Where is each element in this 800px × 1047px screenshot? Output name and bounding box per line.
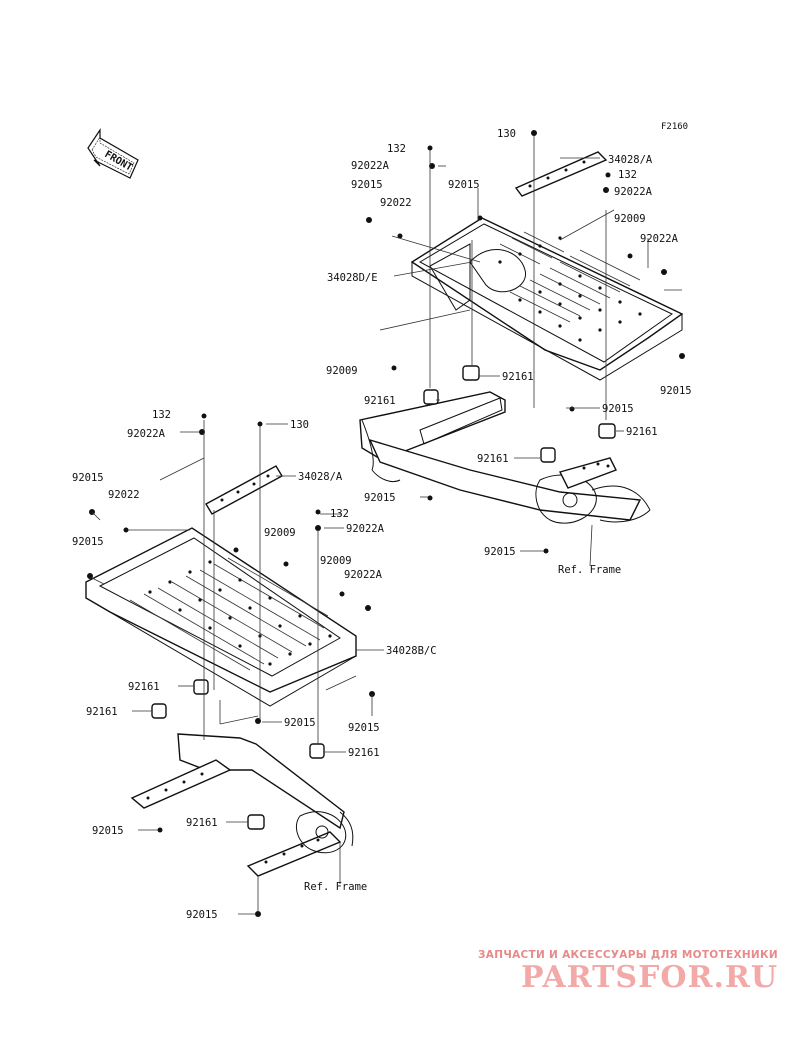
part-labels: 132 92022A 92015 92022 92015 130 34028/A… (72, 128, 692, 921)
label-92022a[interactable]: 92022A (614, 186, 653, 198)
label-92161[interactable]: 92161 (186, 817, 218, 829)
label-34028a[interactable]: 34028/A (298, 471, 343, 483)
label-92161[interactable]: 92161 (626, 426, 658, 438)
damper-icon (423, 365, 616, 463)
label-92015[interactable]: 92015 (72, 536, 104, 548)
label-92015[interactable]: 92015 (72, 472, 104, 484)
ref-frame-label-upper: Ref. Frame (558, 564, 621, 576)
label-92022[interactable]: 92022 (380, 197, 412, 209)
ref-frame-label-lower: Ref. Frame (304, 881, 367, 893)
label-92161[interactable]: 92161 (86, 706, 118, 718)
label-92015[interactable]: 92015 (284, 717, 316, 729)
label-92161[interactable]: 92161 (348, 747, 380, 759)
label-92015[interactable]: 92015 (92, 825, 124, 837)
label-34028bc[interactable]: 34028B/C (386, 645, 437, 657)
label-92022[interactable]: 92022 (108, 489, 140, 501)
figure-code: F2160 (661, 122, 688, 132)
label-92015[interactable]: 92015 (186, 909, 218, 921)
label-92015[interactable]: 92015 (351, 179, 383, 191)
watermark-caption: ЗАПЧАСТИ И АКСЕССУАРЫ ДЛЯ МОТОТЕХНИКИ (478, 949, 778, 961)
label-92015[interactable]: 92015 (364, 492, 396, 504)
label-92015[interactable]: 92015 (348, 722, 380, 734)
label-132[interactable]: 132 (387, 143, 406, 155)
label-130[interactable]: 130 (290, 419, 309, 431)
label-92022a[interactable]: 92022A (346, 523, 385, 535)
label-92022a[interactable]: 92022A (351, 160, 390, 172)
label-92161[interactable]: 92161 (364, 395, 396, 407)
label-92022a[interactable]: 92022A (127, 428, 166, 440)
label-92009[interactable]: 92009 (320, 555, 352, 567)
label-92022a[interactable]: 92022A (344, 569, 383, 581)
watermark-logo: PARTSFOR.RU (521, 960, 778, 995)
label-132[interactable]: 132 (618, 169, 637, 181)
label-130[interactable]: 130 (497, 128, 516, 140)
label-132[interactable]: 132 (330, 508, 349, 520)
lower-carrier-assembly (85, 413, 384, 917)
front-arrow-icon: FRONT (87, 128, 139, 179)
label-92022a[interactable]: 92022A (640, 233, 679, 245)
watermark: ЗАПЧАСТИ И АКСЕССУАРЫ ДЛЯ МОТОТЕХНИКИ PA… (478, 949, 778, 995)
damper-icon (151, 679, 325, 830)
label-92161[interactable]: 92161 (502, 371, 534, 383)
label-34028a[interactable]: 34028/A (608, 154, 653, 166)
label-92015[interactable]: 92015 (448, 179, 480, 191)
label-92015[interactable]: 92015 (484, 546, 516, 558)
label-92161[interactable]: 92161 (128, 681, 160, 693)
label-92161[interactable]: 92161 (477, 453, 509, 465)
upper-carrier-assembly (359, 130, 685, 567)
label-92009[interactable]: 92009 (264, 527, 296, 539)
label-34028de[interactable]: 34028D/E (327, 272, 378, 284)
label-92009[interactable]: 92009 (326, 365, 358, 377)
label-92015[interactable]: 92015 (602, 403, 634, 415)
label-132[interactable]: 132 (152, 409, 171, 421)
label-92015[interactable]: 92015 (660, 385, 692, 397)
label-92009[interactable]: 92009 (614, 213, 646, 225)
